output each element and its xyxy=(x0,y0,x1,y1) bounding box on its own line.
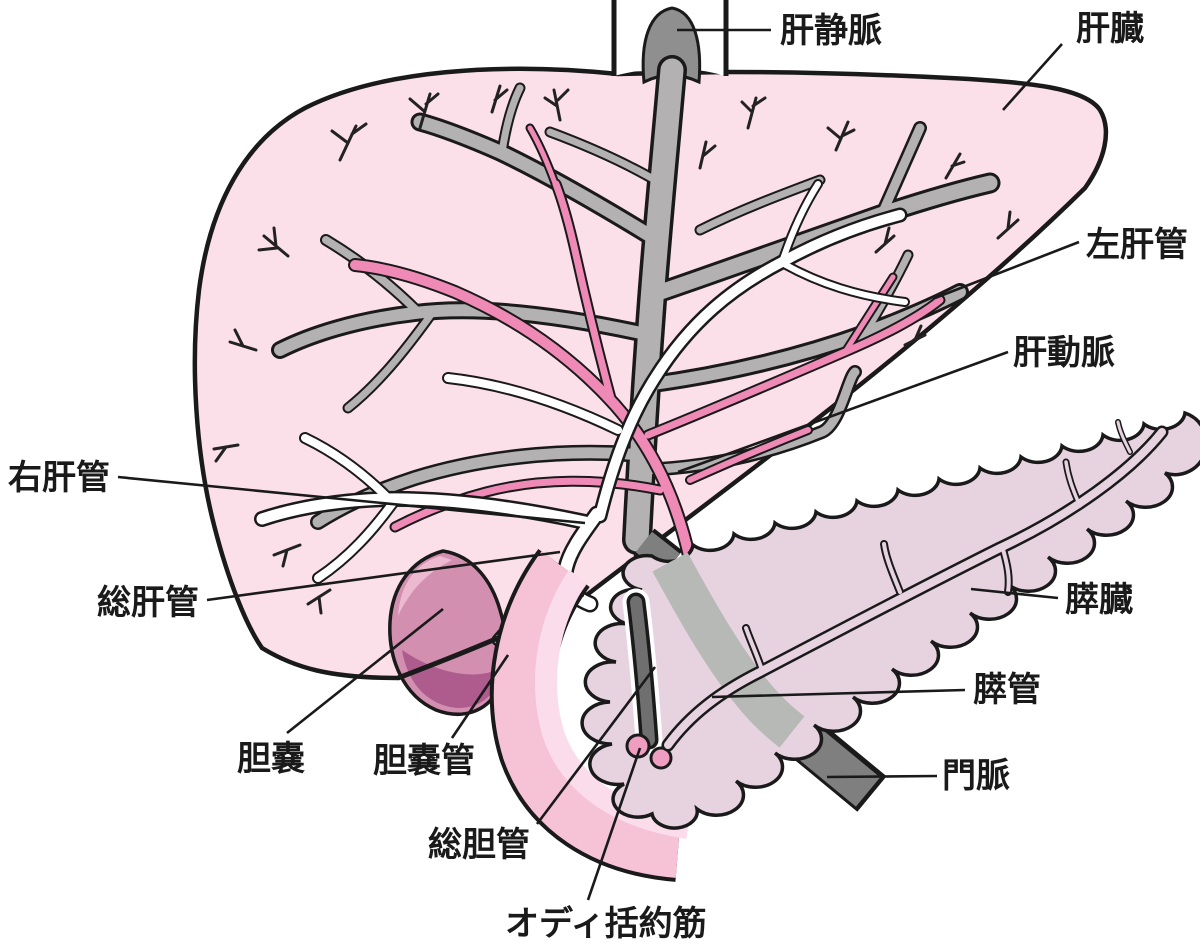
leader-left-hepatic-duct xyxy=(934,240,1080,300)
leader-cystic-duct xyxy=(450,654,510,739)
label-common-bile-duct: 総胆管 xyxy=(428,826,530,864)
sphincter-of-oddi-bumps xyxy=(625,733,673,770)
leader-sphincter-of-oddi xyxy=(586,747,642,901)
labels: 肝静脈 肝臓 左肝管 肝動脈 右肝管 総肝管 胆嚢 胆嚢管 総胆管 オディ括約筋… xyxy=(8,10,1188,943)
label-cystic-duct: 胆嚢管 xyxy=(373,742,475,780)
label-portal-vein: 門脈 xyxy=(942,757,1010,795)
leader-lines xyxy=(117,28,1080,901)
label-liver: 肝臓 xyxy=(1076,10,1144,48)
leader-gallbladder xyxy=(286,607,444,735)
label-common-hepatic-duct: 総肝管 xyxy=(97,584,199,622)
leader-right-hepatic-duct xyxy=(117,475,586,525)
leader-common-bile-duct xyxy=(535,666,657,825)
leader-pancreatic-duct xyxy=(711,688,966,699)
leader-hepatic-artery xyxy=(677,350,1009,474)
pancreas-shape xyxy=(580,410,1200,830)
label-pancreatic-duct: 膵管 xyxy=(973,671,1041,709)
label-hepatic-vein: 肝静脈 xyxy=(780,12,882,50)
label-pancreas: 膵臓 xyxy=(1065,581,1133,619)
leader-common-hepatic-duct xyxy=(206,550,561,602)
label-left-hepatic-duct: 左肝管 xyxy=(1086,226,1188,264)
hepatic-artery-branches xyxy=(348,123,946,567)
leader-pancreas xyxy=(970,587,1059,600)
leader-portal-vein xyxy=(826,774,938,779)
label-sphincter-of-oddi: オディ括約筋 xyxy=(505,904,707,943)
pancreatic-duct xyxy=(661,419,1169,752)
label-right-hepatic-duct: 右肝管 xyxy=(8,459,110,497)
leader-liver xyxy=(1002,43,1063,111)
bile-duct-branches xyxy=(254,179,910,657)
label-hepatic-artery: 肝動脈 xyxy=(1013,334,1115,372)
label-gallbladder: 胆嚢 xyxy=(237,740,305,778)
common-bile-duct-tube xyxy=(622,588,663,754)
